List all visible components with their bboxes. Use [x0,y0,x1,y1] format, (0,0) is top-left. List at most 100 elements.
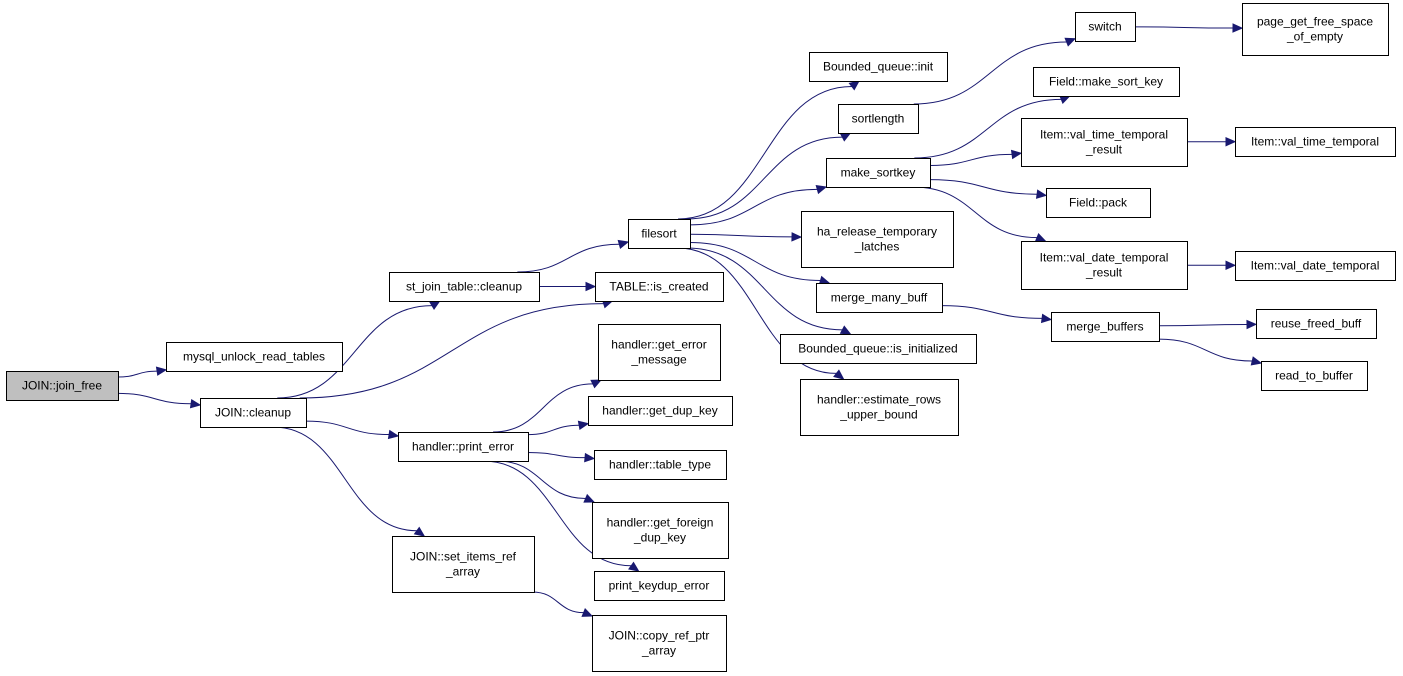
edge-join-free-to-mysql-unlock [117,366,168,378]
edge-st-join-cleanup-to-is-created [538,281,597,292]
node-label: switch [1088,20,1121,34]
edge-line [497,460,586,499]
node-label: JOIN::copy_ref_ptr [609,629,710,643]
edge-line [686,136,843,220]
arrow-head-icon [583,493,596,503]
node-bq-init[interactable]: Bounded_queue::init [809,52,948,82]
node-item-vdt-result[interactable]: Item::val_date_temporal_result [1021,241,1188,290]
node-get-foreign-dup[interactable]: handler::get_foreign_dup_key [592,502,729,559]
node-label: handler::estimate_rows [817,393,941,407]
node-print-error[interactable]: handler::print_error [398,432,529,462]
edge-line [677,247,837,374]
arrow-head-icon [791,232,803,242]
node-box [595,272,724,302]
node-sortlength[interactable]: sortlength [838,104,919,134]
edge-line [686,247,843,331]
node-merge-many-buff[interactable]: merge_many_buff [816,283,943,313]
arrow-head-icon [429,300,441,310]
arrow-head-icon [584,452,596,463]
node-est-rows[interactable]: handler::estimate_rows_upper_bound [800,379,959,436]
edge-make-sortkey-to-field-pack [929,179,1048,199]
node-label: Bounded_queue::is_initialized [798,342,957,356]
node-label: read_to_buffer [1275,369,1353,383]
arrow-head-icon [189,398,202,409]
edge-print-error-to-get-dup-key [527,420,590,436]
node-page-free[interactable]: page_get_free_space_of_empty [1242,3,1389,56]
edge-line [527,424,580,436]
edge-set-items-ref-to-copy-ref-ptr [532,591,594,617]
edge-join-cleanup-to-is-created [299,299,614,399]
node-merge-buffers[interactable]: merge_buffers [1051,312,1160,342]
node-make-sortkey[interactable]: make_sortkey [826,158,931,188]
edge-line [305,420,390,436]
node-box [1242,3,1389,56]
node-label: _array [641,644,676,658]
arrow-head-icon [1010,149,1023,160]
node-box [200,398,307,428]
node-switch[interactable]: switch [1075,12,1136,42]
nodes-layer: JOIN::join_free mysql_unlock_read_tablesJ… [6,3,1396,672]
node-field-pack[interactable]: Field::pack [1046,188,1151,218]
node-box [628,219,691,249]
edge-merge-many-buff-to-merge-buffers [941,305,1053,324]
node-copy-ref-ptr[interactable]: JOIN::copy_ref_ptr_array [592,615,727,672]
edge-merge-buffers-to-reuse-freed [1158,319,1258,330]
edge-line [913,186,1038,239]
node-label: Item::val_time_temporal [1040,128,1168,142]
node-box [809,52,948,82]
edge-line [117,392,192,405]
node-item-vtt-result[interactable]: Item::val_time_temporal_result [1021,118,1188,167]
node-label: _of_empty [1286,30,1343,44]
arrow-head-icon [590,379,603,389]
node-box [780,334,977,364]
node-is-created[interactable]: TABLE::is_created [595,272,724,302]
node-box [1046,188,1151,218]
node-join-cleanup[interactable]: JOIN::cleanup [200,398,307,428]
arrow-head-icon [585,281,597,292]
node-join-free[interactable]: JOIN::join_free [6,371,119,401]
edge-line [914,98,1062,159]
node-item-vtt[interactable]: Item::val_time_temporal [1235,127,1396,157]
node-label: TABLE::is_created [609,280,708,294]
edge-line [929,153,1013,166]
node-filesort[interactable]: filesort [628,219,691,249]
node-box [1051,312,1160,342]
node-mysql-unlock[interactable]: mysql_unlock_read_tables [166,342,343,372]
node-label: _result [1085,266,1123,280]
node-box [392,536,535,593]
node-label: JOIN::join_free [22,379,102,393]
edge-line [527,451,586,459]
node-box [1033,67,1180,97]
node-box [1235,251,1396,281]
node-label: reuse_freed_buff [1271,317,1362,331]
node-label: handler::print_error [412,440,514,454]
node-label: _latches [854,240,900,254]
edge-filesort-to-est-rows [677,247,845,380]
edge-print-error-to-get-error-msg [493,379,603,433]
node-box [1261,361,1368,391]
arrow-head-icon [155,366,168,376]
node-label: page_get_free_space [1257,15,1373,29]
node-set-items-ref[interactable]: JOIN::set_items_ref_array [392,536,535,593]
node-read-to-buffer[interactable]: read_to_buffer [1261,361,1368,391]
node-st-join-cleanup[interactable]: st_join_table::cleanup [389,272,540,302]
node-reuse-freed[interactable]: reuse_freed_buff [1256,309,1377,339]
node-print-keydup[interactable]: print_keydup_error [594,571,725,601]
node-get-dup-key[interactable]: handler::get_dup_key [588,396,733,426]
arrow-head-icon [413,526,426,537]
edge-line [678,85,852,220]
node-box [801,211,954,268]
node-box [398,432,529,462]
node-box [6,371,119,401]
node-box [389,272,540,302]
node-table-type[interactable]: handler::table_type [594,450,727,480]
arrow-head-icon [577,420,590,431]
node-label: mysql_unlock_read_tables [183,350,325,364]
node-ha-release[interactable]: ha_release_temporary_latches [801,211,954,268]
node-get-error-msg[interactable]: handler::get_error_message [598,324,721,381]
arrow-head-icon [1040,313,1053,324]
node-field-make-sort-key[interactable]: Field::make_sort_key [1033,67,1180,97]
edge-join-free-to-join-cleanup [117,392,202,409]
node-bq-is-init[interactable]: Bounded_queue::is_initialized [780,334,977,364]
node-item-vdt[interactable]: Item::val_date_temporal [1235,251,1396,281]
